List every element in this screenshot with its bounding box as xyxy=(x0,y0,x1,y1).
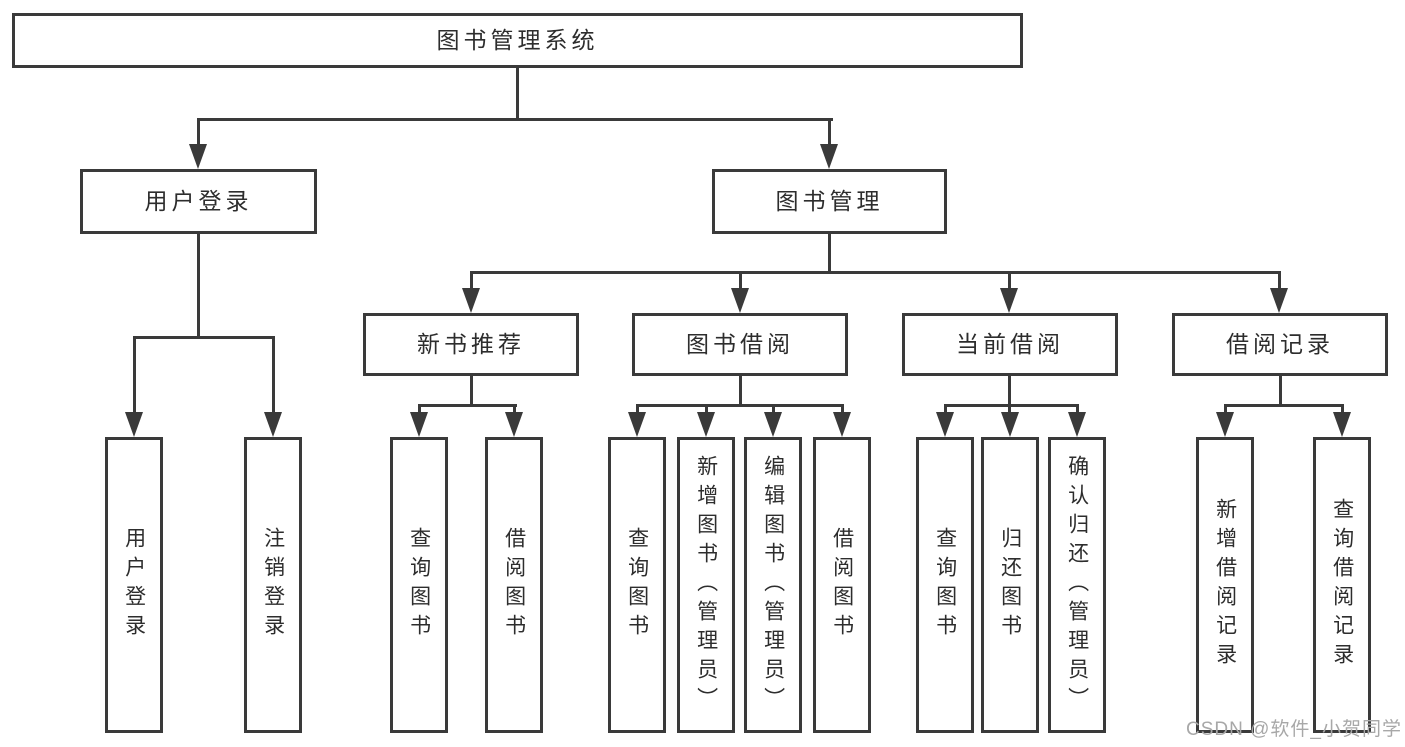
arrowhead-down-icon xyxy=(505,412,523,437)
connector-line xyxy=(772,404,775,416)
arrowhead-down-icon xyxy=(764,412,782,437)
connector-line xyxy=(944,404,1079,407)
connector-line xyxy=(272,336,275,413)
leaf-query-books-current: 查询图书 xyxy=(916,437,974,733)
connector-line xyxy=(197,234,200,336)
connector-line xyxy=(705,404,708,416)
arrowhead-down-icon xyxy=(1001,412,1019,437)
node-book-borrowing: 图书借阅 xyxy=(632,313,848,376)
connector-line xyxy=(1076,404,1079,416)
leaf-logout: 注销登录 xyxy=(244,437,302,733)
arrowhead-down-icon xyxy=(410,412,428,437)
leaf-borrow-books-borrowing: 借阅图书 xyxy=(813,437,871,733)
connector-line xyxy=(133,336,136,413)
node-borrowing-records: 借阅记录 xyxy=(1172,313,1388,376)
arrowhead-down-icon xyxy=(264,412,282,437)
arrowhead-down-icon xyxy=(462,288,480,313)
connector-line xyxy=(1224,404,1344,407)
connector-line xyxy=(1008,376,1011,406)
leaf-edit-books-admin: 编辑图书（管理员） xyxy=(744,437,802,733)
csdn-watermark: CSDN @软件_小贺同学 xyxy=(1186,719,1402,740)
arrowhead-down-icon xyxy=(820,144,838,169)
connector-line xyxy=(1008,271,1011,291)
node-book-management: 图书管理 xyxy=(712,169,947,234)
connector-line xyxy=(739,376,742,406)
arrowhead-down-icon xyxy=(1068,412,1086,437)
node-user-login: 用户登录 xyxy=(80,169,317,234)
connector-line xyxy=(197,118,833,121)
arrowhead-down-icon xyxy=(833,412,851,437)
connector-line xyxy=(513,404,516,416)
node-library-system: 图书管理系统 xyxy=(12,13,1023,68)
leaf-add-borrow-record: 新增借阅记录 xyxy=(1196,437,1254,733)
connector-line xyxy=(739,271,742,291)
leaf-borrow-books-recommend: 借阅图书 xyxy=(485,437,543,733)
connector-line xyxy=(133,336,275,339)
node-current-borrowing: 当前借阅 xyxy=(902,313,1118,376)
arrowhead-down-icon xyxy=(1270,288,1288,313)
connector-line xyxy=(636,404,844,407)
connector-line xyxy=(944,404,947,416)
connector-line xyxy=(470,271,1281,274)
arrowhead-down-icon xyxy=(1333,412,1351,437)
connector-line xyxy=(828,234,831,271)
connector-line xyxy=(1279,376,1282,406)
connector-line xyxy=(418,404,421,416)
connector-line xyxy=(841,404,844,416)
connector-line xyxy=(470,271,473,291)
connector-line xyxy=(1341,404,1344,416)
connector-line xyxy=(418,404,517,407)
arrowhead-down-icon xyxy=(1000,288,1018,313)
connector-line xyxy=(470,376,473,406)
connector-line xyxy=(197,118,200,146)
leaf-query-books-recommend: 查询图书 xyxy=(390,437,448,733)
leaf-user-login: 用户登录 xyxy=(105,437,163,733)
arrowhead-down-icon xyxy=(1216,412,1234,437)
arrowhead-down-icon xyxy=(697,412,715,437)
leaf-add-books-admin: 新增图书（管理员） xyxy=(677,437,735,733)
connector-line xyxy=(636,404,639,416)
connector-line xyxy=(516,68,519,118)
arrowhead-down-icon xyxy=(936,412,954,437)
node-new-book-recommendation: 新书推荐 xyxy=(363,313,579,376)
leaf-query-borrow-record: 查询借阅记录 xyxy=(1313,437,1371,733)
connector-line xyxy=(1008,404,1011,416)
leaf-confirm-return-admin: 确认归还（管理员） xyxy=(1048,437,1106,733)
connector-line xyxy=(828,118,831,146)
arrowhead-down-icon xyxy=(628,412,646,437)
connector-line xyxy=(1278,271,1281,291)
connector-line xyxy=(1224,404,1227,416)
arrowhead-down-icon xyxy=(189,144,207,169)
arrowhead-down-icon xyxy=(731,288,749,313)
leaf-return-books: 归还图书 xyxy=(981,437,1039,733)
leaf-query-books-borrowing: 查询图书 xyxy=(608,437,666,733)
arrowhead-down-icon xyxy=(125,412,143,437)
